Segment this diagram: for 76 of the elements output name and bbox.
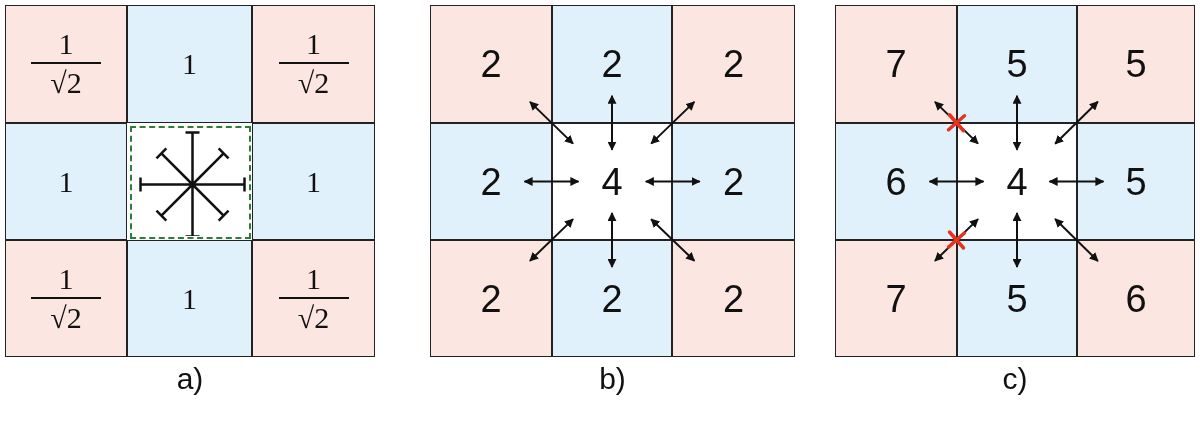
double-arrow xyxy=(1054,217,1099,263)
grid-cell xyxy=(252,5,375,123)
cell-value: 6 xyxy=(885,162,907,201)
fraction-denominator: √2 xyxy=(50,301,82,334)
grid-cell xyxy=(957,5,1077,123)
fraction-denominator: √2 xyxy=(297,67,330,99)
cell-value: 2 xyxy=(480,279,502,318)
double-arrow xyxy=(1012,94,1022,151)
double-arrow xyxy=(650,100,696,145)
grid-cell xyxy=(5,123,127,240)
cell-value: 1 xyxy=(306,166,321,197)
cell-value: 6 xyxy=(1125,279,1147,318)
grid-cell xyxy=(672,5,795,123)
grid-cell xyxy=(957,240,1077,357)
grid-panel xyxy=(430,5,795,357)
grid-cell xyxy=(252,240,375,357)
double-arrow xyxy=(523,177,580,186)
grid-cell xyxy=(835,240,957,357)
cell-value: 1 xyxy=(182,283,197,314)
double-arrow xyxy=(607,94,617,151)
cell-value: 2 xyxy=(601,45,623,83)
grid-cell xyxy=(1077,123,1195,240)
grid-panel xyxy=(835,5,1195,357)
grid-cell xyxy=(835,123,957,240)
fraction-numerator: 1 xyxy=(58,29,74,60)
panel-caption: b) xyxy=(599,362,626,396)
fraction-numerator: 1 xyxy=(306,263,321,294)
grid-cell xyxy=(5,240,127,357)
fraction-numerator: 1 xyxy=(58,263,74,294)
panel-caption: a) xyxy=(176,362,204,396)
double-arrow xyxy=(529,100,574,145)
grid-panel xyxy=(5,5,375,357)
cell-value: 1 xyxy=(182,49,197,79)
grid-cell xyxy=(552,5,672,123)
fraction-numerator: 1 xyxy=(306,29,321,60)
double-arrow xyxy=(928,177,985,186)
grid-cell xyxy=(430,5,552,123)
grid-cell xyxy=(552,240,672,357)
cell-value: 5 xyxy=(1125,162,1147,201)
grid-cell xyxy=(552,123,672,240)
cell-value: 5 xyxy=(1006,45,1028,83)
grid-cell xyxy=(430,240,552,357)
cell-value: 7 xyxy=(885,45,907,83)
cell-value: 5 xyxy=(1006,279,1028,318)
cell-value: 2 xyxy=(480,45,502,83)
double-arrow xyxy=(607,212,617,268)
cell-value: 2 xyxy=(722,162,745,201)
grid-cell xyxy=(1077,240,1195,357)
fraction-denominator: √2 xyxy=(50,67,82,99)
panel-caption: c) xyxy=(1002,362,1028,396)
cell-value: 1 xyxy=(58,166,74,197)
double-arrow xyxy=(528,218,575,262)
double-arrow xyxy=(1012,212,1022,268)
cell-value: 2 xyxy=(480,162,502,201)
cell-value: 5 xyxy=(1125,45,1147,83)
fraction-denominator: √2 xyxy=(297,301,330,334)
cell-value: 2 xyxy=(722,279,745,318)
grid-cell xyxy=(672,240,795,357)
grid-cell xyxy=(1077,5,1195,123)
grid-cell xyxy=(430,123,552,240)
grid-cell xyxy=(957,123,1077,240)
grid-cell xyxy=(127,5,252,123)
cell-value: 2 xyxy=(722,45,745,83)
grid-cell xyxy=(835,5,957,123)
grid-cell xyxy=(672,123,795,240)
cell-value: 7 xyxy=(885,279,907,318)
grid-cell xyxy=(127,240,252,357)
double-arrow xyxy=(1048,177,1105,186)
grid-cell xyxy=(5,5,127,123)
double-arrow xyxy=(650,218,696,262)
grid-cell xyxy=(252,123,375,240)
cell-value: 4 xyxy=(601,162,623,201)
cell-value: 4 xyxy=(1006,162,1028,201)
cell-value: 2 xyxy=(601,279,623,318)
double-arrow xyxy=(1054,100,1099,145)
double-arrow xyxy=(644,177,701,186)
